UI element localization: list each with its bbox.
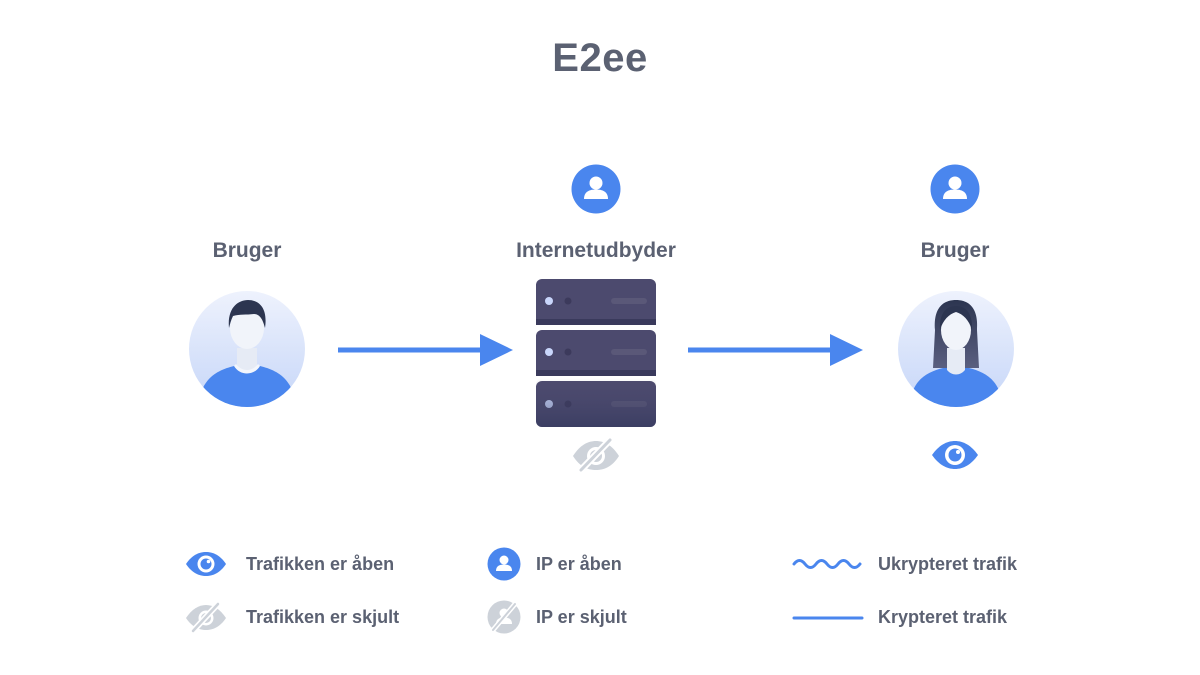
legend-traffic-open: Trafikken er åben — [246, 554, 395, 574]
isp-label: Internetudbyder — [516, 239, 676, 262]
ip-open-icon — [571, 164, 621, 214]
ip-open-icon — [487, 547, 521, 581]
eye-icon — [185, 549, 227, 579]
eye-icon — [930, 438, 980, 472]
straight-line-icon — [792, 611, 864, 625]
page-title: E2ee — [552, 36, 648, 80]
ip-hidden-icon — [487, 600, 521, 634]
eye-slash-icon — [185, 600, 227, 634]
legend-ip-open: IP er åben — [536, 554, 622, 574]
eye-slash-icon — [570, 436, 622, 474]
server-icon — [535, 278, 657, 428]
legend-ip-hidden: IP er skjult — [536, 607, 627, 627]
legend-traffic-hidden: Trafikken er skjult — [246, 607, 400, 627]
left-user-avatar — [188, 290, 306, 408]
ip-open-icon — [930, 164, 980, 214]
right-user-label: Bruger — [920, 239, 990, 262]
legend-unencrypted: Ukrypteret trafik — [878, 554, 1018, 574]
legend-encrypted: Krypteret trafik — [878, 607, 1008, 627]
right-user-avatar — [897, 290, 1015, 408]
left-user-label: Bruger — [212, 239, 282, 262]
arrow-user-to-isp — [338, 332, 516, 370]
wavy-line-icon — [792, 556, 864, 572]
arrow-isp-to-user — [688, 332, 866, 370]
